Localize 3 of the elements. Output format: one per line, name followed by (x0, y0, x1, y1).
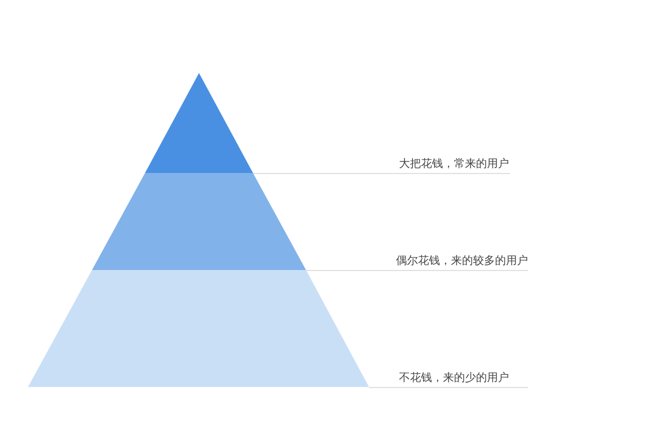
section-caption: 大把花钱，常来的用户 (399, 157, 509, 171)
section-caption: 偶尔花钱，来的较多的用户 (396, 254, 528, 268)
section-caption: 不花钱，来的少的用户 (399, 371, 509, 385)
